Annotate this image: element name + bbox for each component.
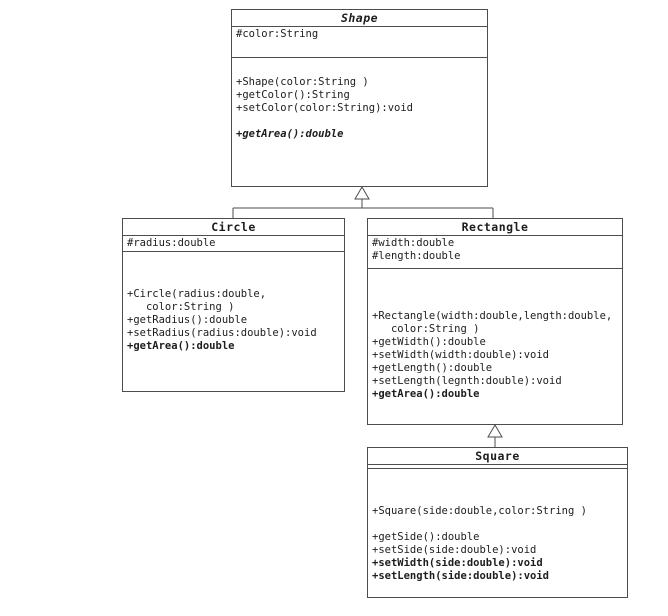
inheritance-connector-rectangle-square: [487, 424, 503, 447]
member-line: +getArea():double: [127, 340, 235, 352]
generalization-triangle-icon: [354, 186, 370, 200]
member-line: color:String ): [372, 323, 480, 335]
attributes-compartment: #width:double#length:double: [368, 236, 622, 269]
member-line: +getSide():double: [372, 531, 480, 543]
member-line: +Rectangle(width:double,length:double,: [372, 310, 613, 322]
member-line: +getArea():double: [372, 388, 480, 400]
attributes-compartment: [368, 465, 627, 469]
member-line: +setWidth(side:double):void: [372, 557, 543, 569]
member-line: [372, 518, 623, 531]
class-name-square: Square: [368, 448, 627, 465]
member-line: #color:String: [236, 28, 319, 40]
member-line: +setSide(side:double):void: [372, 544, 537, 556]
class-box-square: Square +Square(side:double,color:String …: [367, 447, 628, 598]
class-name-rectangle: Rectangle: [368, 219, 622, 236]
member-line: +Square(side:double,color:String ): [372, 505, 587, 517]
member-line: #width:double: [372, 237, 455, 249]
inheritance-connector-shape-children: [232, 186, 494, 218]
class-box-shape: Shape #color:String +Shape(color:String …: [231, 9, 488, 187]
member-line: #length:double: [372, 250, 461, 262]
member-line: +setRadius(radius:double):void: [127, 327, 317, 339]
member-line: +setWidth(width:double):void: [372, 349, 550, 361]
class-box-circle: Circle #radius:double +Circle(radius:dou…: [122, 218, 345, 392]
attributes-compartment: #radius:double: [123, 236, 344, 252]
class-box-rectangle: Rectangle #width:double#length:double +R…: [367, 218, 623, 425]
member-line: +getWidth():double: [372, 336, 486, 348]
member-line: +Circle(radius:double,: [127, 288, 267, 300]
member-line: +Shape(color:String ): [236, 76, 369, 88]
methods-compartment: +Rectangle(width:double,length:double, c…: [368, 269, 622, 401]
class-name-shape: Shape: [232, 10, 487, 27]
methods-compartment: +Circle(radius:double, color:String )+ge…: [123, 252, 344, 353]
member-line: [236, 115, 483, 128]
member-line: +getArea():double: [236, 128, 344, 140]
member-line: +getRadius():double: [127, 314, 248, 326]
member-line: color:String ): [127, 301, 235, 313]
class-name-circle: Circle: [123, 219, 344, 236]
member-line: #radius:double: [127, 237, 216, 249]
member-line: +setLength(legnth:double):void: [372, 375, 562, 387]
member-line: +setLength(side:double):void: [372, 570, 550, 582]
member-line: +setColor(color:String):void: [236, 102, 414, 114]
generalization-triangle-icon: [487, 424, 503, 438]
connector-line: [232, 199, 494, 218]
methods-compartment: +Square(side:double,color:String ) +getS…: [368, 469, 627, 583]
methods-compartment: +Shape(color:String )+getColor():String+…: [232, 58, 487, 141]
member-line: +getColor():String: [236, 89, 350, 101]
member-line: +getLength():double: [372, 362, 493, 374]
attributes-compartment: #color:String: [232, 27, 487, 58]
